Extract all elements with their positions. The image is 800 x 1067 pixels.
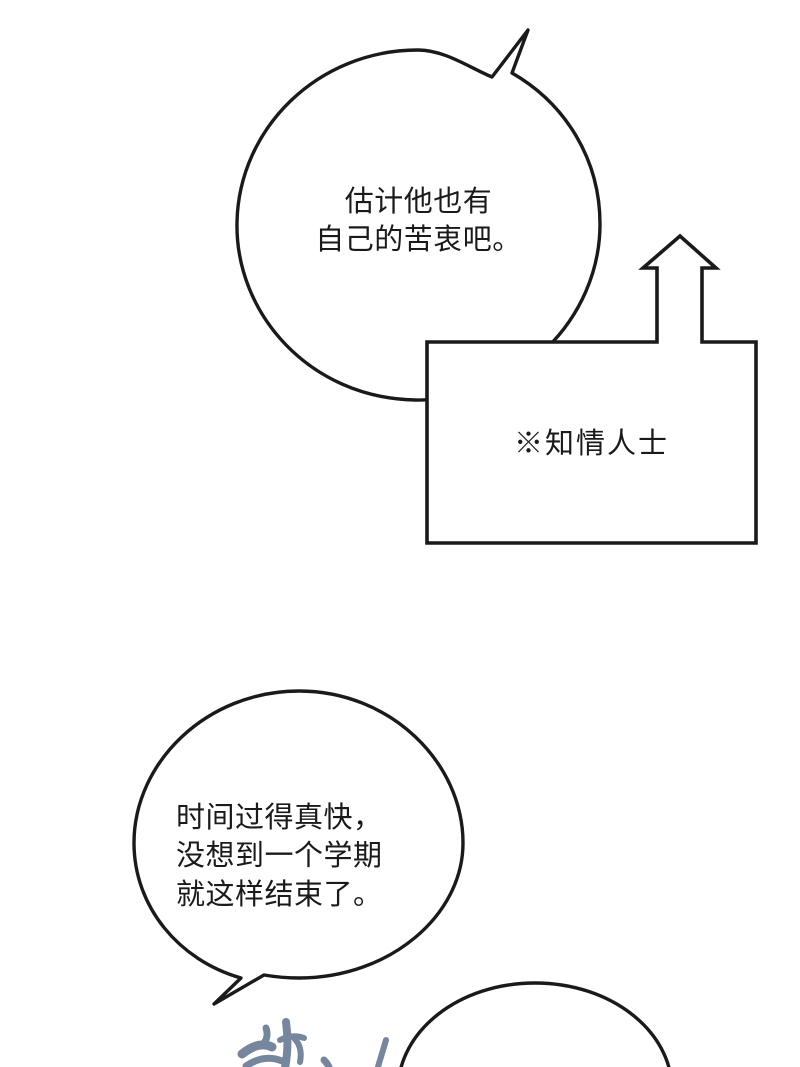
bubble-thought-upper-text: 估计他也有 自己的苦衷吧。: [315, 184, 522, 257]
bubble-speech-bottom-right-shape: [399, 981, 671, 1067]
annotation-box-text: ※知情人士: [513, 426, 669, 460]
artist-signature-watermark: [237, 1018, 389, 1067]
annotation-box-shape: [425, 233, 758, 545]
bubble-speech-lower-text: 时间过得真快， 没想到一个学期 就这样结束了。: [176, 800, 383, 911]
